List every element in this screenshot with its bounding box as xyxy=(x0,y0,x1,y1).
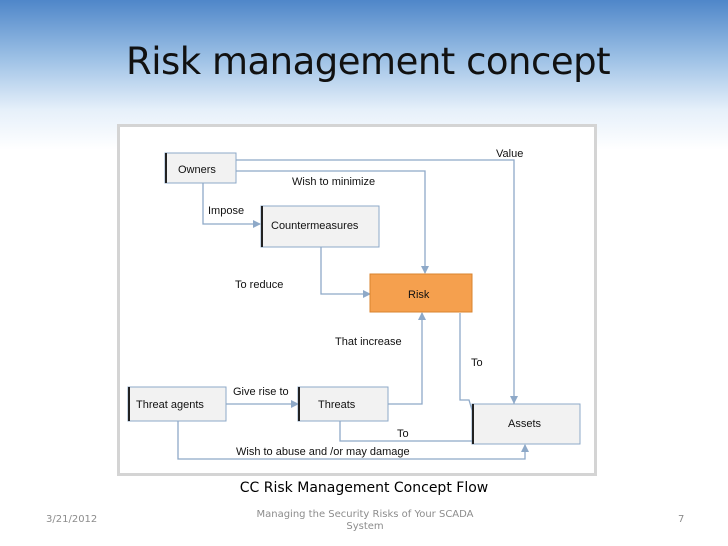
node-assets: Assets xyxy=(471,403,581,445)
node-risk: Risk xyxy=(369,273,473,313)
edge-owners-impose-countermeasures xyxy=(202,182,261,228)
node-threats: Threats xyxy=(297,386,389,422)
edge-label-that-increase: That increase xyxy=(335,336,402,348)
edge-owners-minimize-risk xyxy=(236,170,429,274)
node-threat-agents: Threat agents xyxy=(127,386,227,422)
edge-agents-abuse-assets xyxy=(177,421,529,460)
node-threats-label: Threats xyxy=(318,399,356,411)
footer-presentation-title: Managing the Security Risks of Your SCAD… xyxy=(256,509,474,532)
edge-owners-value-assets xyxy=(236,159,518,404)
diagram-caption: CC Risk Management Concept Flow xyxy=(239,480,489,496)
edge-label-give-rise-to: Give rise to xyxy=(233,386,289,398)
node-owners-label: Owners xyxy=(178,164,216,176)
connector-lines xyxy=(177,159,529,460)
node-risk-label: Risk xyxy=(408,289,430,301)
edge-label-wish-to-minimize: Wish to minimize xyxy=(292,176,375,188)
slide-title: Risk management concept xyxy=(126,40,611,83)
edge-label-to-reduce: To reduce xyxy=(235,279,283,291)
edge-label-impose: Impose xyxy=(208,205,244,217)
edge-label-to-risk: To xyxy=(471,357,483,369)
edge-threats-increase-risk xyxy=(388,312,426,405)
edge-label-value: Value xyxy=(496,148,523,160)
node-assets-label: Assets xyxy=(508,418,542,430)
footer-date: 3/21/2012 xyxy=(46,514,98,525)
footer-page-number: 7 xyxy=(678,514,685,525)
node-countermeasures-label: Countermeasures xyxy=(271,220,359,232)
node-threat-agents-label: Threat agents xyxy=(136,399,204,411)
node-owners: Owners xyxy=(164,152,237,184)
edge-countermeasures-reduce-risk xyxy=(320,247,371,298)
edge-label-to-assets: To xyxy=(397,428,409,440)
edge-label-wish-to-abuse: Wish to abuse and /or may damage xyxy=(236,446,410,458)
node-countermeasures: Countermeasures xyxy=(260,205,380,248)
